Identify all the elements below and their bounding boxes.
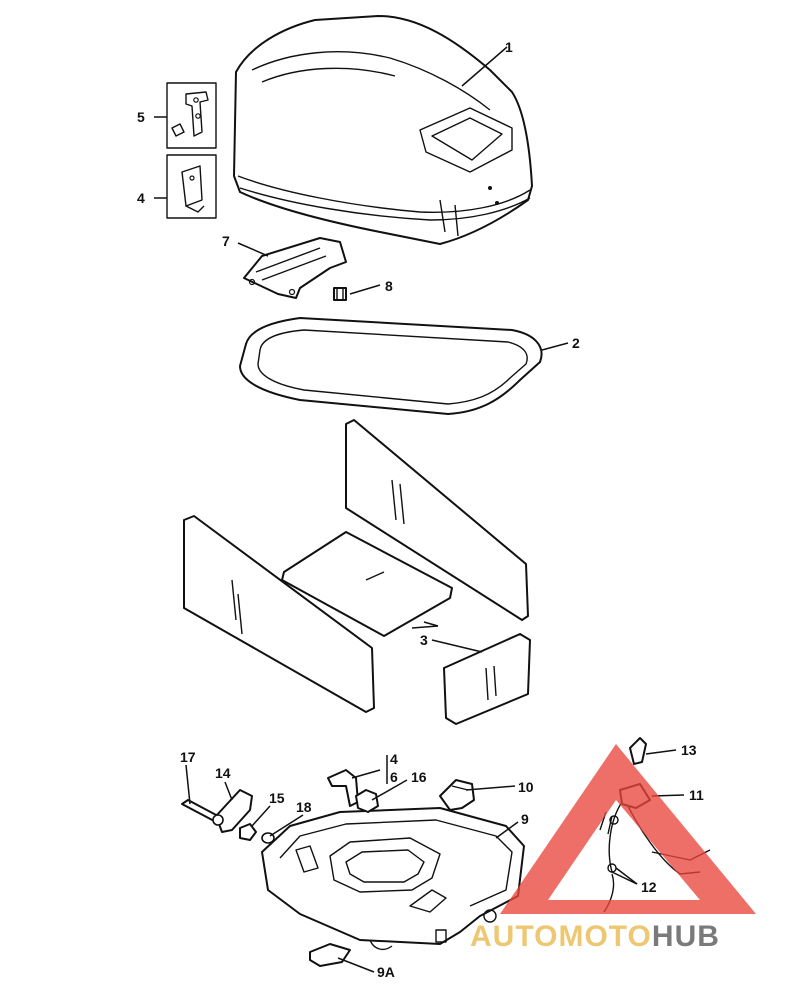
callout-18: 18 (296, 799, 312, 815)
latch-bracket-part-7 (243, 237, 347, 299)
callout-4-bottom: 4 (390, 751, 398, 767)
callout-5: 5 (137, 109, 145, 125)
callout-9a: 9A (377, 964, 395, 980)
callout-11: 11 (689, 787, 704, 803)
automotohub-watermark: AUTOMOTOHUB (470, 744, 756, 953)
pad-part-9a (309, 943, 351, 967)
latch-bracket-part-5 (166, 82, 217, 149)
callout-14: 14 (215, 765, 231, 781)
callout-16: 16 (411, 769, 427, 785)
hardware-parts-14-15-17-18 (181, 789, 275, 844)
watermark-triangle-icon (500, 744, 756, 914)
callout-9: 9 (521, 811, 529, 827)
watermark-text-automoto: AUTOMOTO (470, 920, 652, 953)
callout-13: 13 (681, 742, 697, 758)
latch-part-10 (439, 779, 475, 811)
seal-ring-part-2 (239, 317, 543, 415)
screw-part-8 (333, 287, 347, 301)
grommet-part-16 (355, 789, 379, 813)
callout-1: 1 (505, 39, 513, 55)
callout-4-top: 4 (137, 190, 145, 206)
leader-lines (154, 46, 685, 973)
top-cowl-part (233, 15, 533, 245)
callout-2: 2 (572, 335, 580, 351)
callout-6: 6 (390, 769, 398, 785)
callout-10: 10 (518, 779, 534, 795)
callout-12: 12 (641, 879, 657, 895)
watermark-text-hub: HUB (652, 920, 720, 953)
latch-plate-part-4 (166, 154, 217, 219)
svg-text:AUTOMOTOHUB: AUTOMOTOHUB (470, 920, 720, 953)
insulation-panels-part-3 (183, 419, 531, 725)
callout-labels: 1 5 4 7 8 2 3 4 6 16 10 9 9A 13 11 12 17… (137, 39, 704, 980)
callout-15: 15 (269, 790, 285, 806)
callout-3: 3 (420, 632, 428, 648)
callout-8: 8 (385, 278, 393, 294)
clip-part-6 (327, 769, 359, 807)
callout-17: 17 (180, 749, 196, 765)
callout-7: 7 (222, 233, 230, 249)
bottom-cowl-part-9 (261, 807, 525, 951)
